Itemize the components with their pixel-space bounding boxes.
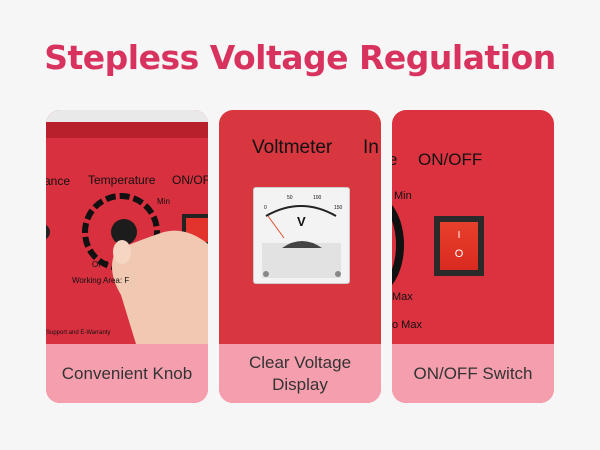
photo-label: ON/OF — [172, 173, 208, 187]
photo-label: Min — [394, 190, 412, 202]
feature-card-switch: e ON/OFF Min Max o Max I O ON/OFF Switch — [392, 110, 554, 403]
photo-label: Support and E-Warranty — [46, 330, 111, 336]
scale-label: 100 — [313, 195, 322, 201]
card-caption: ON/OFF Switch — [392, 344, 554, 403]
feature-card-knob: ance Temperature ON/OF Min OFF Support a… — [46, 110, 208, 403]
photo-label: In — [363, 137, 379, 158]
switch-photo: e ON/OFF Min Max o Max I O — [392, 110, 554, 344]
photo-label: Temperature — [88, 173, 156, 187]
photo-label: Working Area: F — [72, 276, 130, 285]
photo-label: Min — [157, 197, 170, 206]
rocker-switch: I O — [434, 216, 484, 276]
photo-label: o Max — [392, 319, 422, 331]
photo-label: ON/OFF — [418, 150, 483, 169]
knob-illustration — [46, 193, 208, 344]
card-caption: Clear Voltage Display — [219, 344, 381, 403]
feature-card-voltmeter: Voltmeter In 0 50 100 150 V Clear Voltag… — [219, 110, 381, 403]
card-caption: Convenient Knob — [46, 344, 208, 403]
voltmeter: 0 50 100 150 V — [253, 187, 350, 284]
photo-label: Voltmeter — [252, 137, 333, 158]
scale-label: 0 — [264, 205, 267, 211]
photo-label: ance — [46, 174, 71, 188]
switch-off-mark: O — [454, 248, 464, 260]
voltmeter-photo: Voltmeter In 0 50 100 150 V — [219, 110, 381, 344]
knob-photo: ance Temperature ON/OF Min OFF Support a… — [46, 110, 208, 344]
unit-label: V — [297, 214, 306, 229]
switch-on-mark: I — [457, 230, 461, 241]
scale-label: 150 — [334, 205, 343, 211]
scale-label: 50 — [287, 195, 293, 201]
page-title: Stepless Voltage Regulation — [44, 38, 556, 77]
photo-label: Max — [392, 291, 413, 303]
photo-label: e — [392, 150, 398, 169]
